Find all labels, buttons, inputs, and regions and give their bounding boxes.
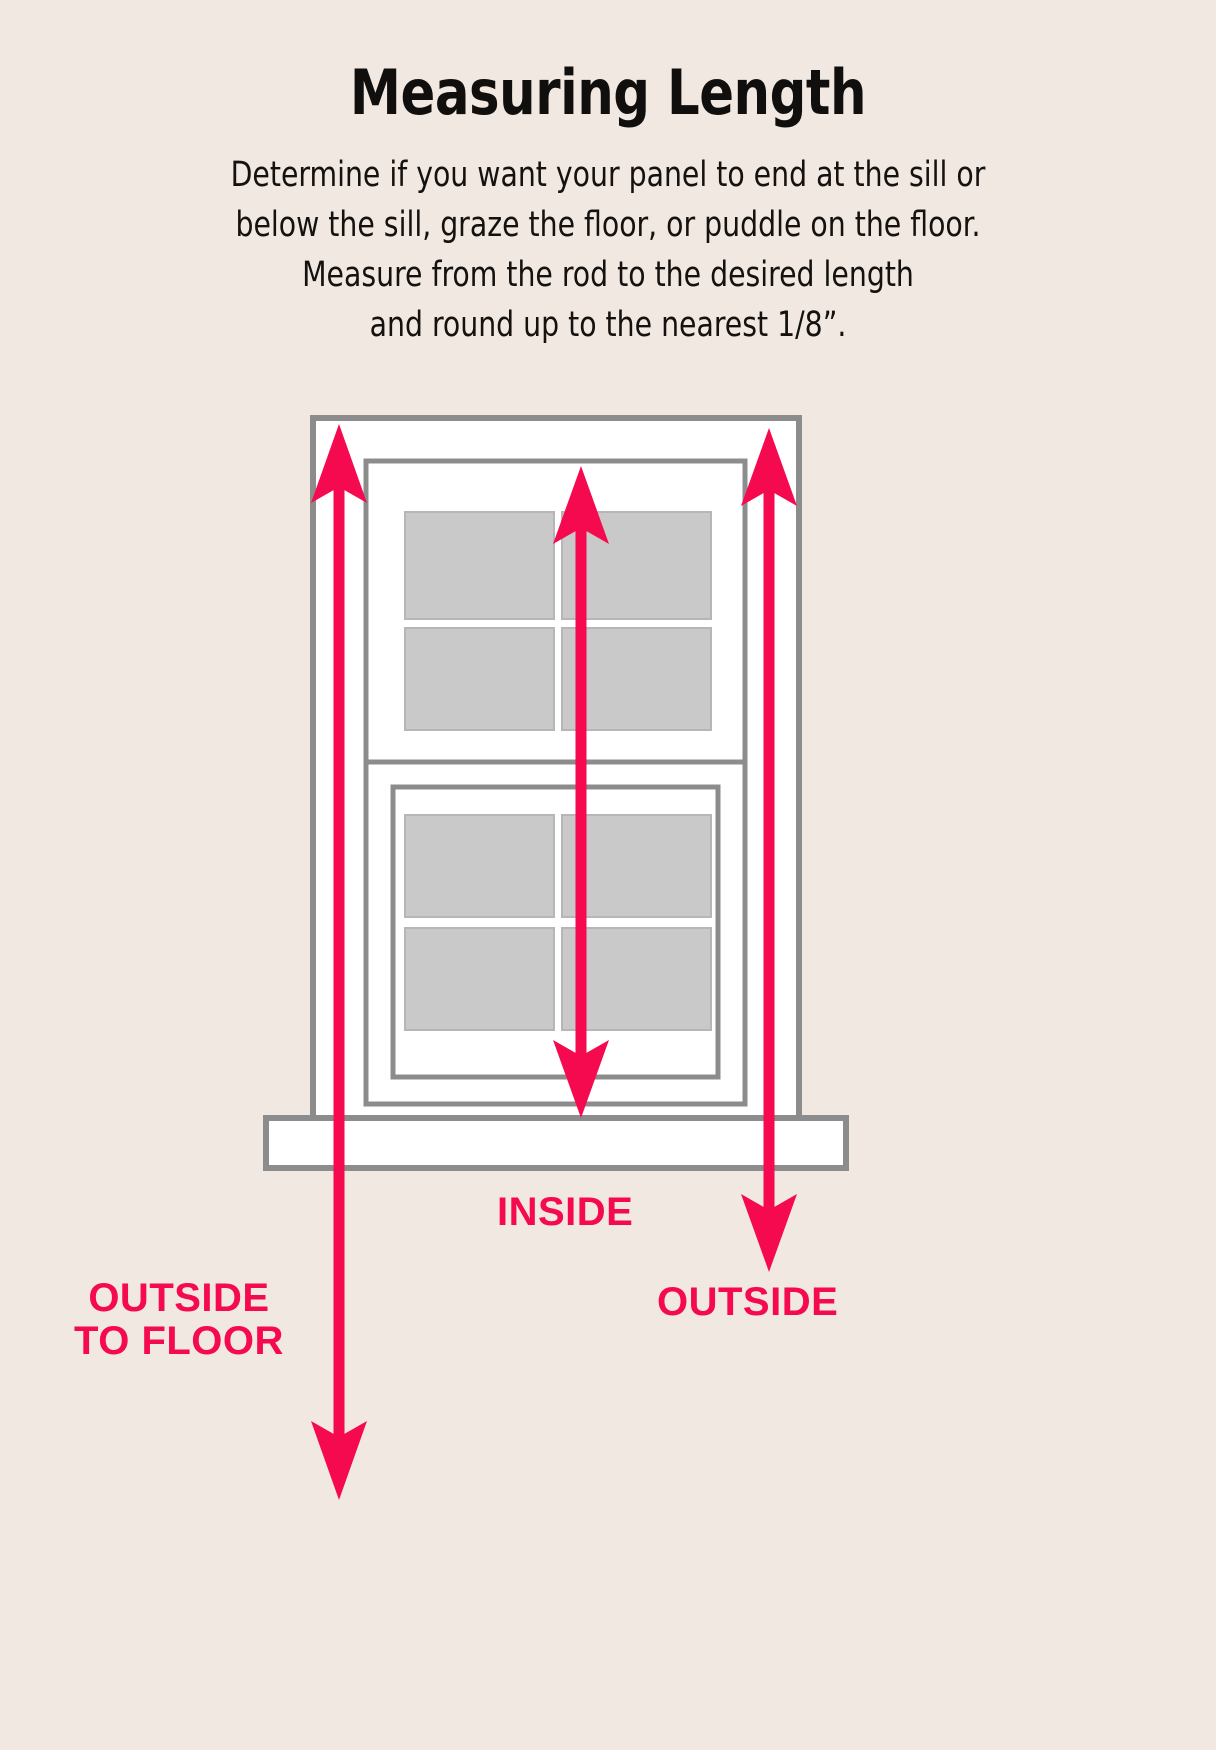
arrow-outside-to-floor [311,424,367,1500]
arrow-inside [553,466,609,1118]
arrow-outside [741,428,797,1272]
page-title: Measuring Length [349,56,867,129]
glass-pane-lower-right-bottom [561,927,712,1031]
label-outside-to-floor-line-1: OUTSIDE [88,1276,270,1320]
label-outside-to-floor: OUTSIDE TO FLOOR [74,1276,284,1364]
glass-pane-lower-right-top [561,814,712,918]
window-sill [263,1115,849,1171]
glass-pane-upper-left-bottom [404,627,555,731]
description-line-4: and round up to the nearest 1/8”. [369,305,847,345]
header: Measuring Length Determine if you want y… [0,0,1216,350]
label-outside-to-floor-line-2: TO FLOOR [74,1319,284,1364]
description-line-2: below the sill, graze the floor, or pudd… [235,205,981,245]
label-inside: INSIDE [497,1190,634,1234]
glass-pane-upper-left-top [404,511,555,620]
glass-pane-upper-right-bottom [561,627,712,731]
description-line-1: Determine if you want your panel to end … [230,155,986,195]
page-description: Determine if you want your panel to end … [61,124,1155,350]
label-outside: OUTSIDE [657,1280,839,1324]
description-line-3: Measure from the rod to the desired leng… [302,255,914,295]
glass-pane-lower-left-top [404,814,555,918]
glass-pane-lower-left-bottom [404,927,555,1031]
